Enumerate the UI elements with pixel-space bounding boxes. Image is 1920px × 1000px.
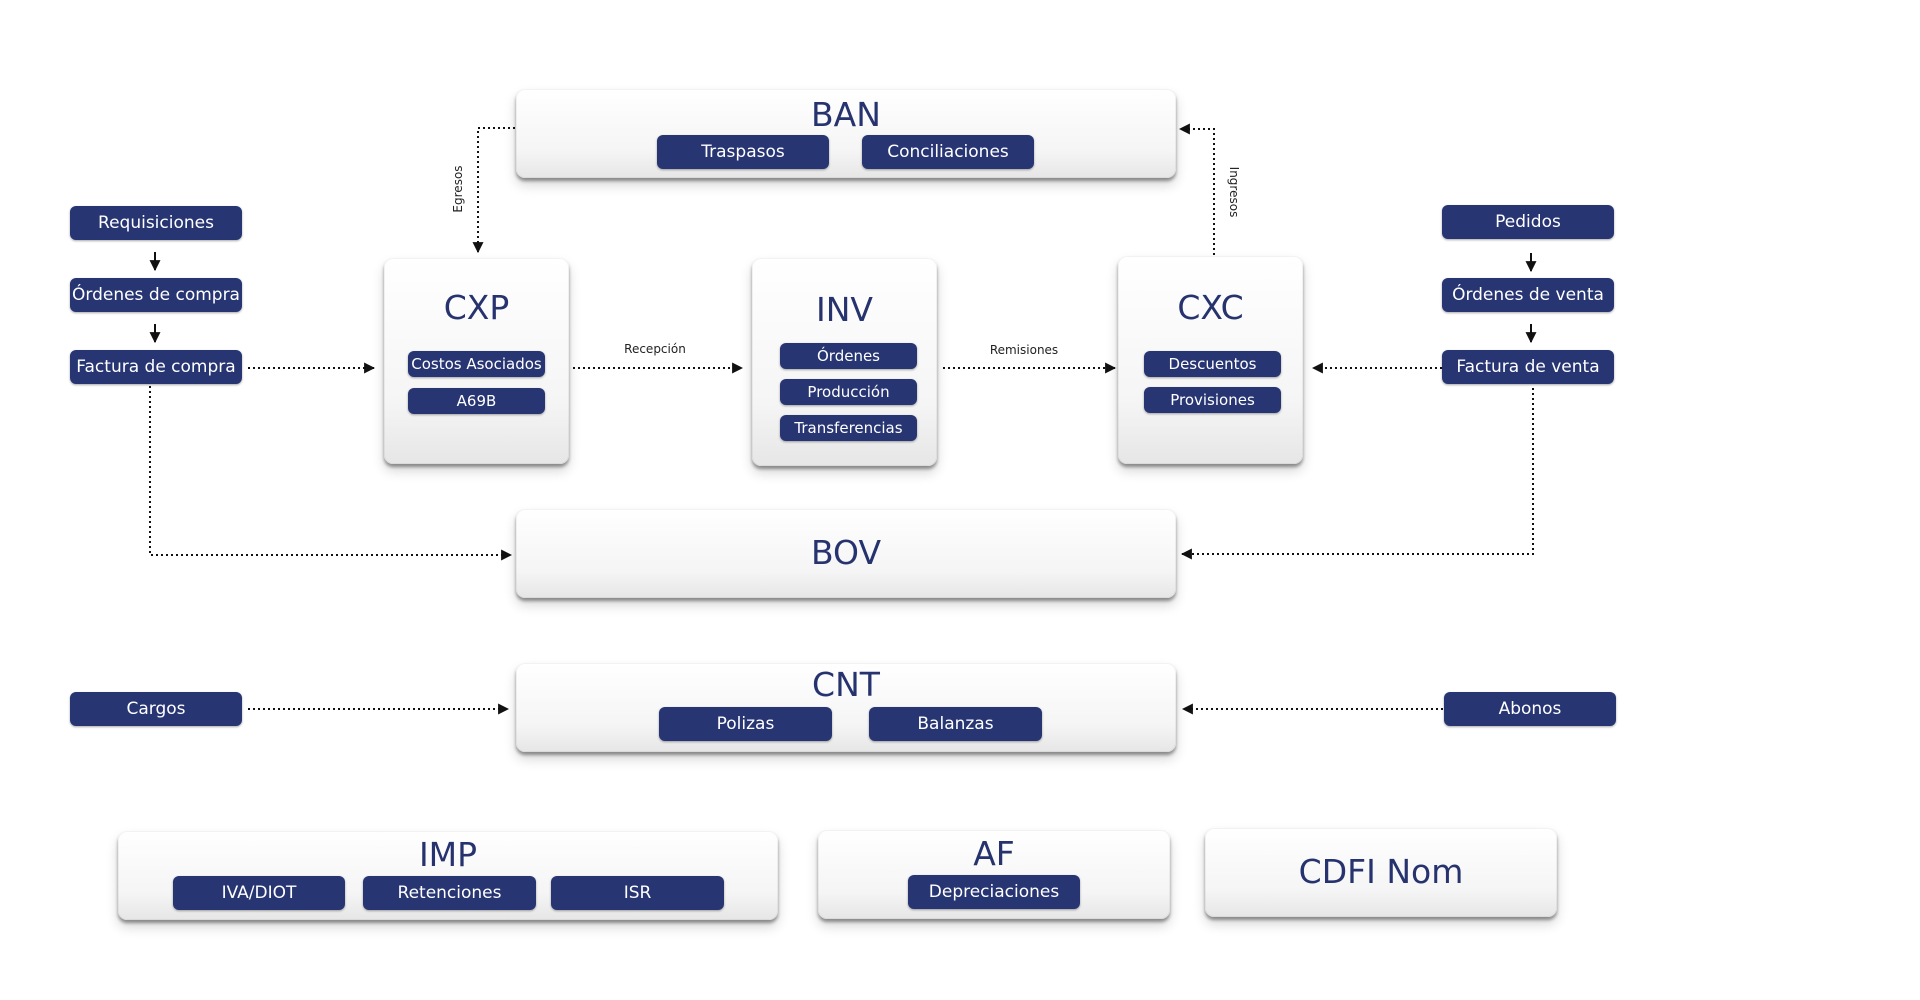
recepcion-label: Recepción <box>624 342 686 356</box>
inv-module: INV Órdenes Producción Transferencias <box>752 258 937 466</box>
descuentos-button[interactable]: Descuentos <box>1144 351 1281 377</box>
factura-venta-to-bov-connector <box>1180 388 1534 560</box>
cnt-module: CNT Polizas Balanzas <box>516 663 1176 752</box>
produccion-button[interactable]: Producción <box>780 379 917 405</box>
cxp-module: CXP Costos Asociados A69B <box>384 258 569 464</box>
costos-asociados-button[interactable]: Costos Asociados <box>408 351 545 377</box>
ordenes-compra-button[interactable]: Órdenes de compra <box>70 278 242 312</box>
af-title: AF <box>973 834 1015 873</box>
transferencias-button[interactable]: Transferencias <box>780 415 917 441</box>
pedidos-button[interactable]: Pedidos <box>1442 205 1614 239</box>
requisiciones-button[interactable]: Requisiciones <box>70 206 242 240</box>
bov-title: BOV <box>810 533 882 572</box>
factura-compra-to-bov-connector <box>149 386 513 561</box>
ban-module: BAN Traspasos Conciliaciones <box>516 89 1176 178</box>
factura-compra-button[interactable]: Factura de compra <box>70 350 242 384</box>
cxp-title: CXP <box>443 288 510 327</box>
balanzas-button[interactable]: Balanzas <box>869 707 1042 741</box>
traspasos-button[interactable]: Traspasos <box>657 135 829 169</box>
cxc-module: CXC Descuentos Provisiones <box>1118 256 1303 464</box>
ingresos-connector <box>1178 123 1215 255</box>
factura-venta-button[interactable]: Factura de venta <box>1442 350 1614 384</box>
isr-button[interactable]: ISR <box>551 876 724 910</box>
egresos-label: Egresos <box>451 165 465 213</box>
ingresos-label: Ingresos <box>1227 166 1241 218</box>
iva-diot-button[interactable]: IVA/DIOT <box>173 876 345 910</box>
cnt-title: CNT <box>812 665 880 704</box>
ban-title: BAN <box>811 95 881 134</box>
egresos-connector <box>472 127 515 254</box>
conciliaciones-button[interactable]: Conciliaciones <box>862 135 1034 169</box>
imp-title: IMP <box>418 835 478 874</box>
inv-title: INV <box>816 290 873 329</box>
bov-module: BOV <box>516 509 1176 598</box>
remisiones-label: Remisiones <box>989 343 1059 357</box>
cdfi-nom-title: CDFI Nom <box>1298 852 1464 891</box>
depreciaciones-button[interactable]: Depreciaciones <box>908 875 1080 909</box>
cargos-button[interactable]: Cargos <box>70 692 242 726</box>
abonos-button[interactable]: Abonos <box>1444 692 1616 726</box>
ordenes-venta-button[interactable]: Órdenes de venta <box>1442 278 1614 312</box>
imp-module: IMP IVA/DIOT Retenciones ISR <box>118 831 778 920</box>
ordenes-button[interactable]: Órdenes <box>780 343 917 369</box>
af-module: AF Depreciaciones <box>818 830 1170 919</box>
cdfi-nom-module: CDFI Nom <box>1205 828 1557 917</box>
cxc-title: CXC <box>1177 288 1244 327</box>
retenciones-button[interactable]: Retenciones <box>363 876 536 910</box>
polizas-button[interactable]: Polizas <box>659 707 832 741</box>
a69b-button[interactable]: A69B <box>408 388 545 414</box>
provisiones-button[interactable]: Provisiones <box>1144 387 1281 413</box>
